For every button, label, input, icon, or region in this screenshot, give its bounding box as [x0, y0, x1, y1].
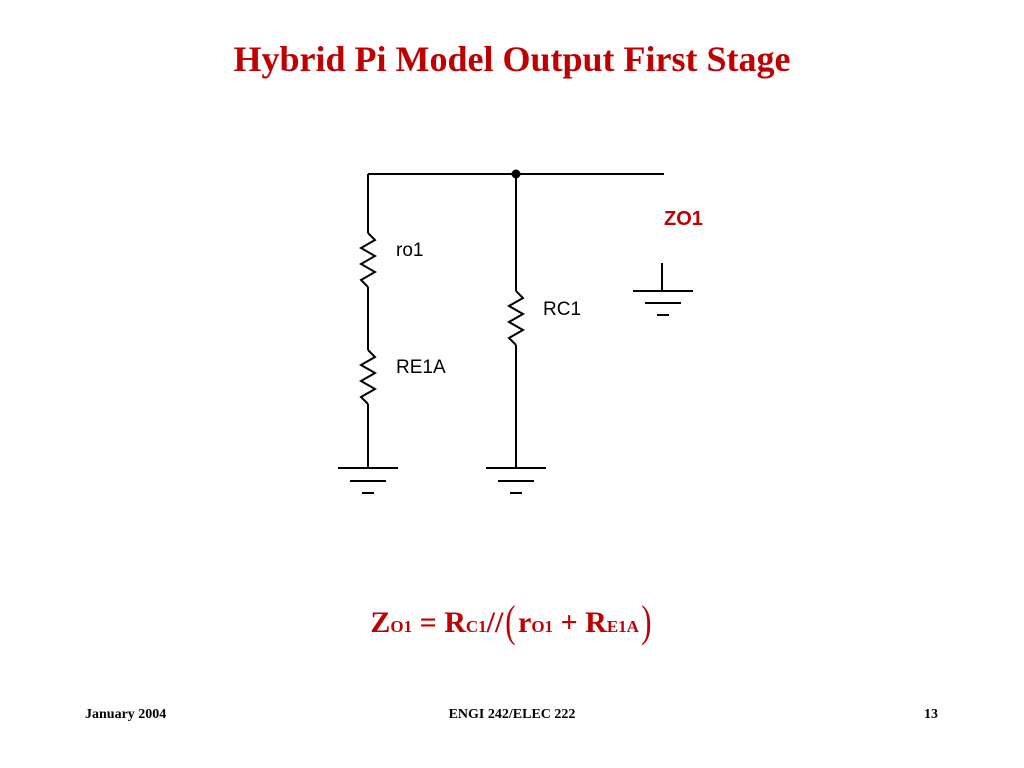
junction-node [511, 169, 521, 179]
formula-ro-subscript: O1 [531, 617, 554, 636]
re1a-label: RE1A [396, 357, 446, 378]
formula-open-paren: ( [505, 597, 516, 646]
rc1-resistor [506, 290, 526, 346]
footer-course: ENGI 242/ELEC 222 [448, 707, 576, 722]
formula-r: r [518, 606, 532, 639]
zo1-label: ZO1 [664, 208, 703, 230]
formula-close-paren: ) [641, 597, 652, 646]
formula-parallel: // [486, 606, 504, 639]
formula-plus-r: + R [553, 606, 607, 639]
formula-rc-subscript: C1 [465, 617, 487, 636]
formula-equals-r: = R [412, 606, 466, 639]
re1a-resistor [358, 349, 378, 405]
formula-re-subscript: E1A [606, 617, 639, 636]
slide-title: Hybrid Pi Model Output First Stage [233, 39, 791, 79]
output-impedance-formula: ZO1 = RC1//(rO1 + RE1A) [0, 596, 1024, 647]
formula-z: Z [370, 606, 391, 639]
ro1-label: ro1 [396, 240, 423, 261]
footer-page-number: 13 [924, 707, 938, 722]
footer-date: January 2004 [85, 707, 167, 722]
formula-z-subscript: O1 [390, 617, 413, 636]
rc1-label: RC1 [543, 299, 581, 320]
circuit-diagram: ro1 RE1A RC1 ZO1 [338, 169, 703, 494]
ro1-resistor [358, 232, 378, 288]
